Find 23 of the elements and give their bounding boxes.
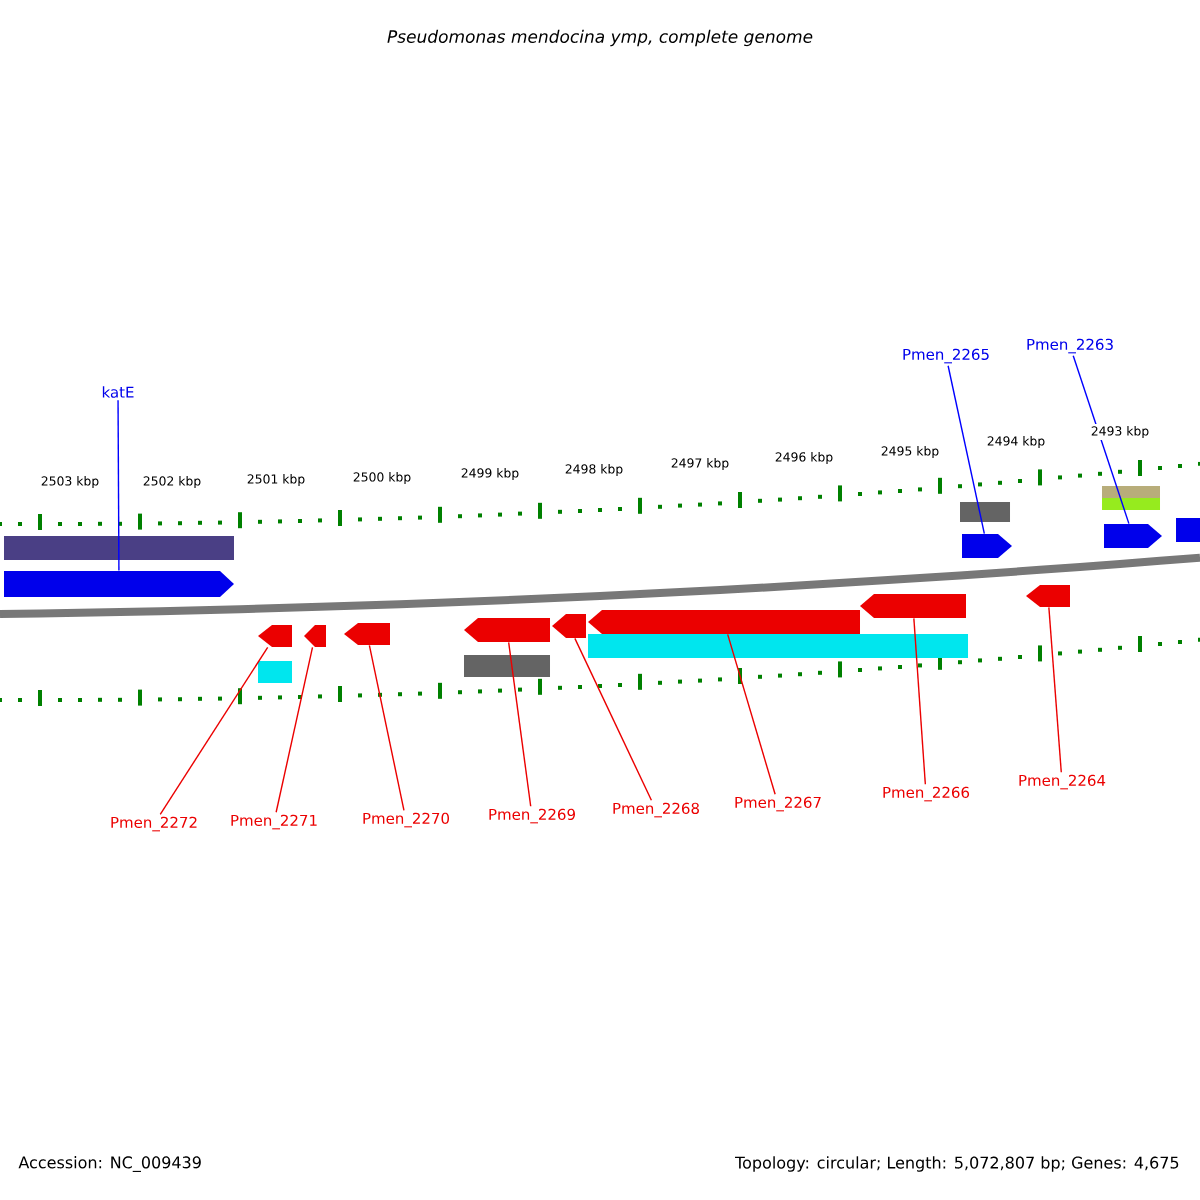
gene-feature [552, 614, 586, 638]
leader-line [368, 644, 405, 811]
gene-feature [962, 534, 1012, 558]
leader-line [275, 646, 314, 813]
leader-line [574, 637, 653, 801]
leader-line [727, 633, 776, 795]
leader-line [913, 617, 927, 785]
gene-feature [344, 623, 390, 645]
leader-line [947, 365, 986, 535]
gene-feature [1026, 585, 1070, 607]
gene-feature [860, 594, 966, 618]
accession-text: Accession: NC_009439 [18, 1156, 201, 1172]
title: Pseudomonas mendocina ymp, complete genome [387, 29, 813, 47]
leader-line [1072, 355, 1130, 525]
gene-feature [4, 571, 234, 597]
gene-feature [1104, 524, 1162, 548]
leader-line [507, 641, 532, 807]
leader-line [117, 399, 120, 572]
gene-feature [258, 625, 292, 647]
leader-line [159, 646, 269, 815]
genome-info-text: Topology: circular; Length: 5,072,807 bp; Genes: 4,675 [735, 1156, 1179, 1172]
leader-line [1048, 606, 1062, 773]
gene-feature [304, 625, 326, 647]
